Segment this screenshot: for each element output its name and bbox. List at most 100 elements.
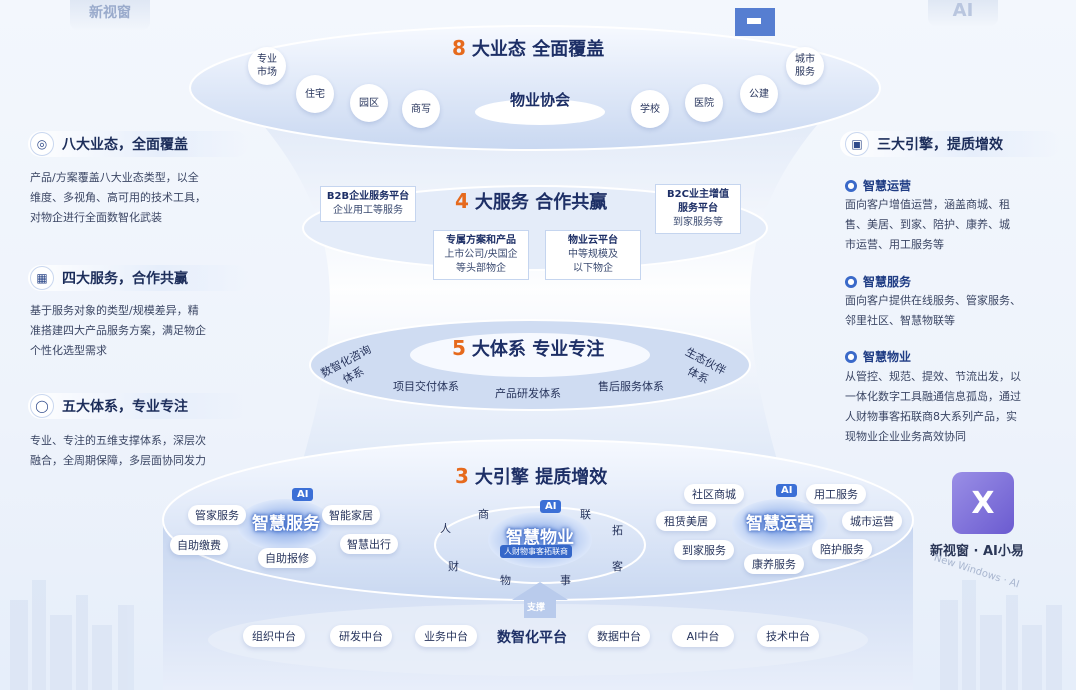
left-section-3-title: 五大体系，专业专注: [62, 399, 188, 415]
left-section-2-title: 四大服务，合作共赢: [62, 271, 188, 287]
chip-escort-service: 陪护服务: [812, 539, 872, 559]
property-cloud-box: 物业云平台 中等规模及 以下物企: [545, 230, 641, 280]
ring-word: 事: [560, 574, 571, 587]
chip-label: 医院: [694, 97, 714, 109]
shield-icon: ◯: [30, 394, 54, 418]
ai-badge-property: AI: [540, 500, 562, 513]
left-section-2-desc: 基于服务对象的类型/规模差异，精 准搭建四大产品服务方案，满足物企 个性化选型需…: [30, 301, 226, 361]
hub-smart-property: 智慧物业: [506, 528, 574, 548]
brand-name: 新视窗 · AI小易: [930, 544, 1024, 559]
desc-line: 产品/方案覆盖八大业态类型，以全: [30, 171, 199, 184]
desc-line: 从管控、规范、提效、节流出发，以: [845, 370, 1021, 383]
right-section-head: ▣ 三大引擎，提质增效: [845, 132, 1003, 156]
desc-line: 准搭建四大产品服务方案，满足物企: [30, 324, 206, 337]
top-center-label: 物业协会: [509, 91, 570, 109]
chip-self-repair: 自助报修: [258, 548, 316, 568]
right-item-1-desc: 面向客户增值运营，涵盖商城、租 售、美居、到家、陪护、康养、城 市运营、用工服务…: [845, 195, 1041, 255]
ai-badge-operation: AI: [776, 484, 798, 497]
b2b-title: B2B企业服务平台: [326, 191, 410, 202]
ring-word: 财: [448, 560, 459, 573]
engines-heading-number: 3: [455, 464, 469, 488]
cloud-title: 物业云平台: [568, 235, 618, 246]
right-section-bar: [840, 131, 1060, 157]
lightbulb-icon: ◎: [30, 132, 54, 156]
ring-word: 联: [580, 508, 591, 521]
chip-labor-service: 用工服务: [806, 484, 866, 504]
corner-badge-right: AI: [928, 0, 998, 26]
right-item-1-head: ● 智慧运营: [845, 177, 911, 194]
b2c-title: B2C业主增值 服务平台: [667, 189, 729, 214]
chip-city-service: 城市 服务: [786, 47, 824, 85]
chip-self-payment: 自助缴费: [170, 535, 228, 555]
desc-line: 一体化数字工具融通信息孤岛，通过: [845, 390, 1021, 403]
desc-line: 现物业企业业务高效协同: [845, 430, 966, 443]
grid-icon: ▦: [30, 266, 54, 290]
b2c-platform-box: B2C业主增值 服务平台 到家服务等: [655, 184, 741, 234]
exclusive-title: 专属方案和产品: [446, 235, 516, 246]
left-section-1-head: ◎ 八大业态，全面覆盖: [30, 132, 188, 156]
chip-public-building: 公建: [740, 75, 778, 113]
desc-line: 维度、多视角、高可用的技术工具，: [30, 191, 206, 204]
engines-heading-text: 大引擎 提质增效: [474, 467, 608, 488]
top-heading-text: 大业态 全面覆盖: [471, 39, 605, 60]
exclusive-sub: 上市公司/央国企 等头部物企: [444, 249, 518, 274]
desc-line: 基于服务对象的类型/规模差异，精: [30, 304, 199, 317]
ring-word: 客: [612, 560, 623, 573]
property-icon: ●: [845, 350, 857, 363]
chip-label: 专业 市场: [257, 54, 277, 78]
chip-label: 城市 服务: [795, 54, 815, 78]
operation-icon: ●: [845, 179, 857, 192]
chip-rental-home: 租赁美居: [656, 511, 716, 531]
right-item-3-title: 智慧物业: [863, 350, 912, 364]
right-item-2-head: ● 智慧服务: [845, 273, 911, 290]
chip-label: 园区: [359, 97, 379, 109]
systems-heading-number: 5: [452, 336, 466, 360]
chip-elderly-care: 康养服务: [744, 554, 804, 574]
top-heading-number: 8: [452, 36, 466, 60]
right-section-title: 三大引擎，提质增效: [877, 137, 1003, 153]
segment-delivery: 项目交付体系: [393, 380, 459, 393]
left-section-2-head: ▦ 四大服务，合作共赢: [30, 266, 188, 290]
b2b-sub: 企业用工等服务: [333, 205, 403, 216]
hub-smart-property-sub: 人财物事客拓联商: [500, 545, 572, 558]
right-item-2-desc: 面向客户提供在线服务、管家服务、 邻里社区、智慧物联等: [845, 291, 1041, 331]
chip-residential: 住宅: [296, 75, 334, 113]
chip-data-middle-platform: 数据中台: [588, 625, 650, 647]
hub-smart-operation: 智慧运营: [746, 514, 814, 534]
chip-home-service: 到家服务: [674, 540, 734, 560]
segment-rnd: 产品研发体系: [495, 387, 561, 400]
desc-line: 对物企进行全面数智化武装: [30, 211, 162, 224]
chip-label: 学校: [640, 103, 660, 115]
chip-ai-middle-platform: AI中台: [672, 625, 734, 647]
service-icon: ●: [845, 275, 857, 288]
chip-city-operation: 城市运营: [842, 511, 902, 531]
right-item-3-head: ● 智慧物业: [845, 348, 911, 365]
desc-line: 个性化选型需求: [30, 344, 107, 357]
desc-line: 市运营、用工服务等: [845, 238, 944, 251]
desc-line: 融合，全周期保障，多层面协同发力: [30, 454, 206, 467]
desc-line: 面向客户提供在线服务、管家服务、: [845, 294, 1021, 307]
segment-aftersales: 售后服务体系: [598, 380, 664, 393]
chip-school: 学校: [631, 90, 669, 128]
left-section-3-bar: [28, 393, 248, 419]
chip-butler-service: 管家服务: [188, 505, 246, 525]
ai-badge-service: AI: [292, 488, 314, 501]
ring-word: 商: [478, 508, 489, 521]
chip-tech-middle-platform: 技术中台: [757, 625, 819, 647]
chip-label: 公建: [749, 88, 769, 100]
chip-park: 园区: [350, 84, 388, 122]
b2b-platform-box: B2B企业服务平台 企业用工等服务: [320, 186, 416, 222]
platform-name: 数智化平台: [497, 630, 567, 646]
b2c-sub: 到家服务等: [673, 217, 723, 228]
left-section-3-head: ◯ 五大体系，专业专注: [30, 394, 188, 418]
desc-line: 人财物事客拓联商8大系列产品，实: [845, 410, 1017, 423]
chip-professional-market: 专业 市场: [248, 47, 286, 85]
right-item-1-title: 智慧运营: [863, 179, 912, 193]
services-heading-number: 4: [455, 189, 469, 213]
chip-hospital: 医院: [685, 84, 723, 122]
left-section-3-desc: 专业、专注的五维支撑体系，深层次 融合，全周期保障，多层面协同发力: [30, 431, 226, 471]
